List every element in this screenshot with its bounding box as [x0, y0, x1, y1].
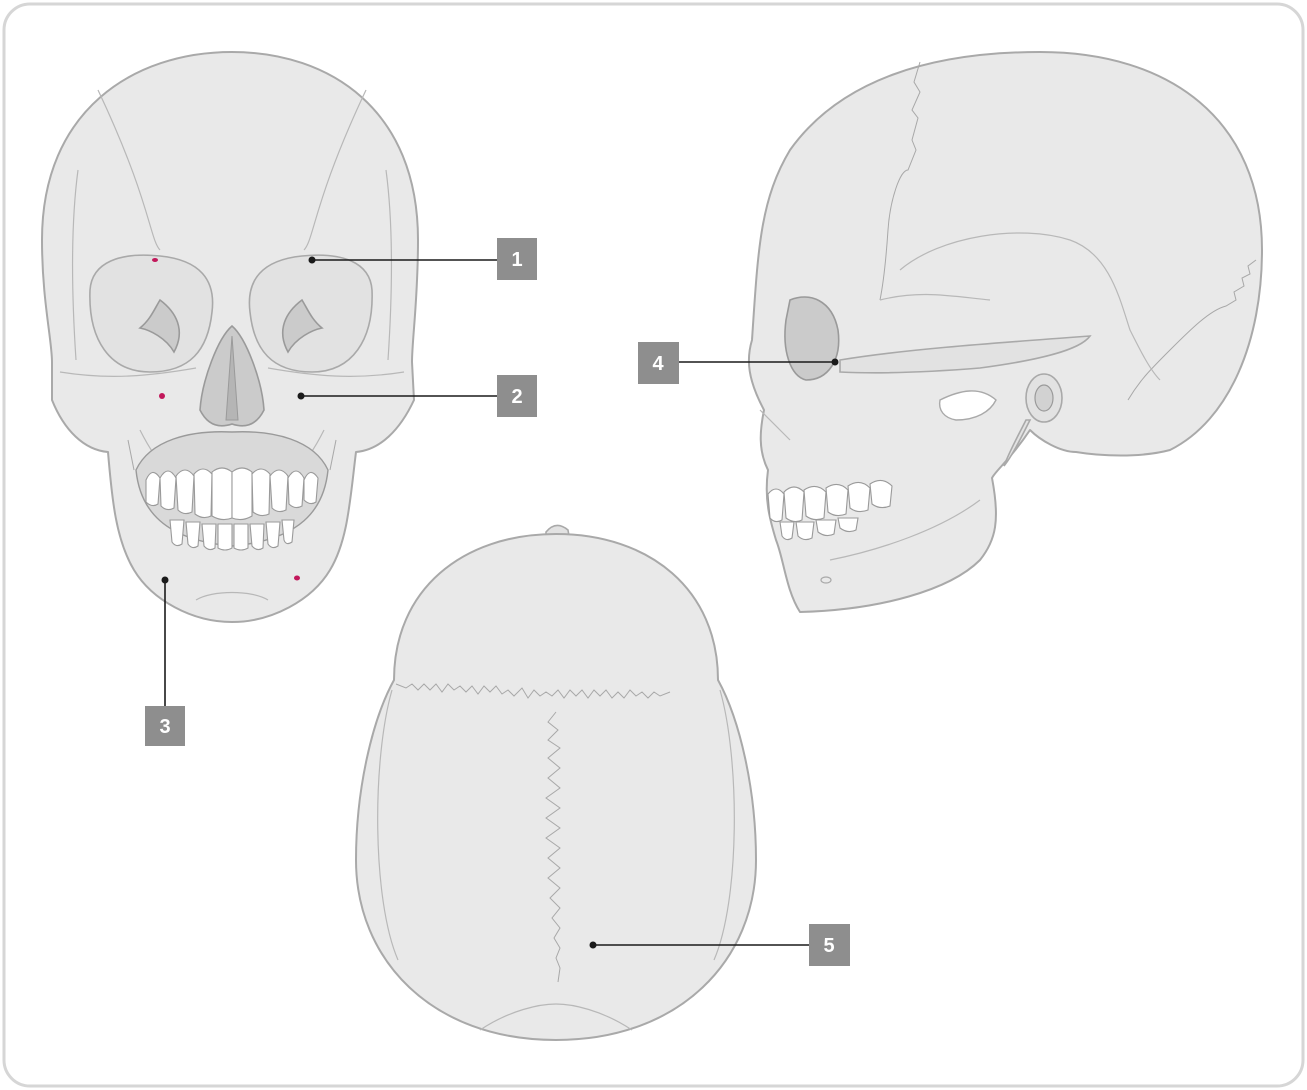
- label-text-3: 3: [159, 716, 170, 738]
- pointer-dot-2: [298, 393, 305, 400]
- label-text-5: 5: [823, 935, 834, 957]
- infraorbital-foramen-left: [159, 393, 165, 399]
- skull-superior-view: [356, 525, 756, 1040]
- label-1[interactable]: 1: [497, 238, 537, 280]
- label-2[interactable]: 2: [497, 375, 537, 417]
- pointer-dot-5: [590, 942, 597, 949]
- label-4[interactable]: 4: [638, 342, 679, 384]
- label-3[interactable]: 3: [145, 706, 185, 746]
- pointer-dot-3: [162, 577, 169, 584]
- supraorbital-foramen-left: [152, 258, 158, 262]
- mental-foramen-right: [294, 576, 300, 581]
- label-text-4: 4: [652, 353, 664, 375]
- lower-teeth: [170, 520, 294, 550]
- label-text-1: 1: [511, 249, 522, 271]
- label-5[interactable]: 5: [809, 924, 850, 966]
- pointer-dot-1: [309, 257, 316, 264]
- pointer-dot-4: [832, 359, 839, 366]
- label-text-2: 2: [511, 386, 522, 408]
